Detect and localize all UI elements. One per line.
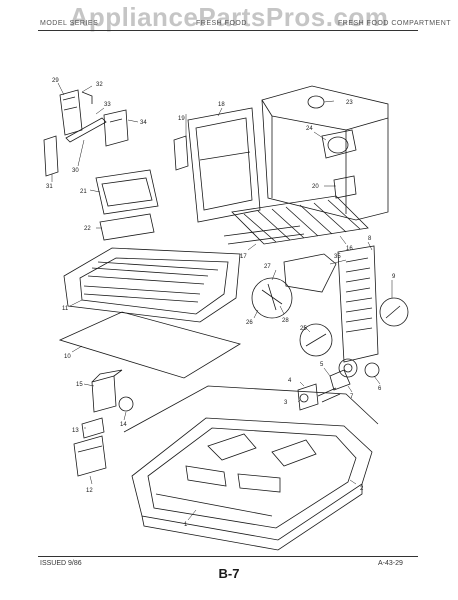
crisper-cover [95, 169, 159, 241]
cabinet [261, 85, 389, 221]
callout-1: 1 [184, 522, 188, 528]
callout-6: 6 [378, 386, 382, 392]
callout-17: 17 [240, 254, 247, 260]
callout-13: 13 [72, 428, 79, 434]
callout-23: 23 [346, 100, 353, 106]
header-rule [38, 30, 418, 31]
callout-33: 33 [104, 102, 111, 108]
door-liner [173, 107, 261, 223]
footer-rule [38, 556, 418, 557]
callout-34: 34 [140, 120, 147, 126]
page-number: B-7 [218, 566, 240, 581]
callout-12: 12 [86, 488, 93, 494]
callout-25: 25 [300, 326, 307, 332]
callout-5: 5 [320, 362, 324, 368]
callout-27: 27 [264, 264, 271, 270]
control-housing [283, 245, 379, 363]
callout-26: 26 [246, 320, 253, 326]
detail-callouts [251, 277, 409, 357]
callout-15: 15 [76, 382, 83, 388]
callout-18: 18 [218, 102, 225, 108]
glass-shelf-frame [63, 247, 241, 323]
callout-28: 28 [282, 318, 289, 324]
callout-32: 32 [96, 82, 103, 88]
small-bins [73, 369, 134, 477]
callout-30: 30 [72, 168, 79, 174]
callout-14: 14 [120, 422, 127, 428]
callout-labels: 29 32 33 34 30 31 19 18 23 24 20 21 22 1… [46, 78, 396, 528]
callout-3: 3 [284, 400, 288, 406]
base-drawer [123, 385, 379, 551]
callout-2: 2 [360, 486, 364, 492]
wire-shelf [223, 195, 369, 245]
callout-4: 4 [288, 378, 292, 384]
callout-11: 11 [62, 306, 69, 312]
callout-16: 16 [346, 246, 353, 252]
callout-29: 29 [52, 78, 59, 84]
callout-21: 21 [80, 189, 87, 195]
callout-19: 19 [178, 116, 185, 122]
header-section: FRESH FOOD [196, 20, 247, 27]
callout-35: 35 [334, 254, 341, 260]
footer-issued: ISSUED 9/86 [40, 560, 82, 567]
callout-20: 20 [312, 184, 319, 190]
bracket-assembly [43, 89, 129, 177]
callout-8: 8 [368, 236, 372, 242]
callout-7: 7 [350, 394, 354, 400]
callout-9: 9 [392, 274, 396, 280]
header-title: FRESH FOOD COMPARTMENT [338, 20, 452, 27]
callout-24: 24 [306, 126, 313, 132]
leader-lines [51, 82, 393, 521]
footer-code: A-43-29 [378, 560, 403, 567]
watermark: AppliancePartsPros.com [69, 2, 389, 32]
callout-10: 10 [64, 354, 71, 360]
temperature-control [297, 358, 380, 411]
callout-22: 22 [84, 226, 91, 232]
header-model: MODEL SERIES [40, 20, 99, 27]
callout-31: 31 [46, 184, 53, 190]
glass-pane [58, 311, 242, 379]
